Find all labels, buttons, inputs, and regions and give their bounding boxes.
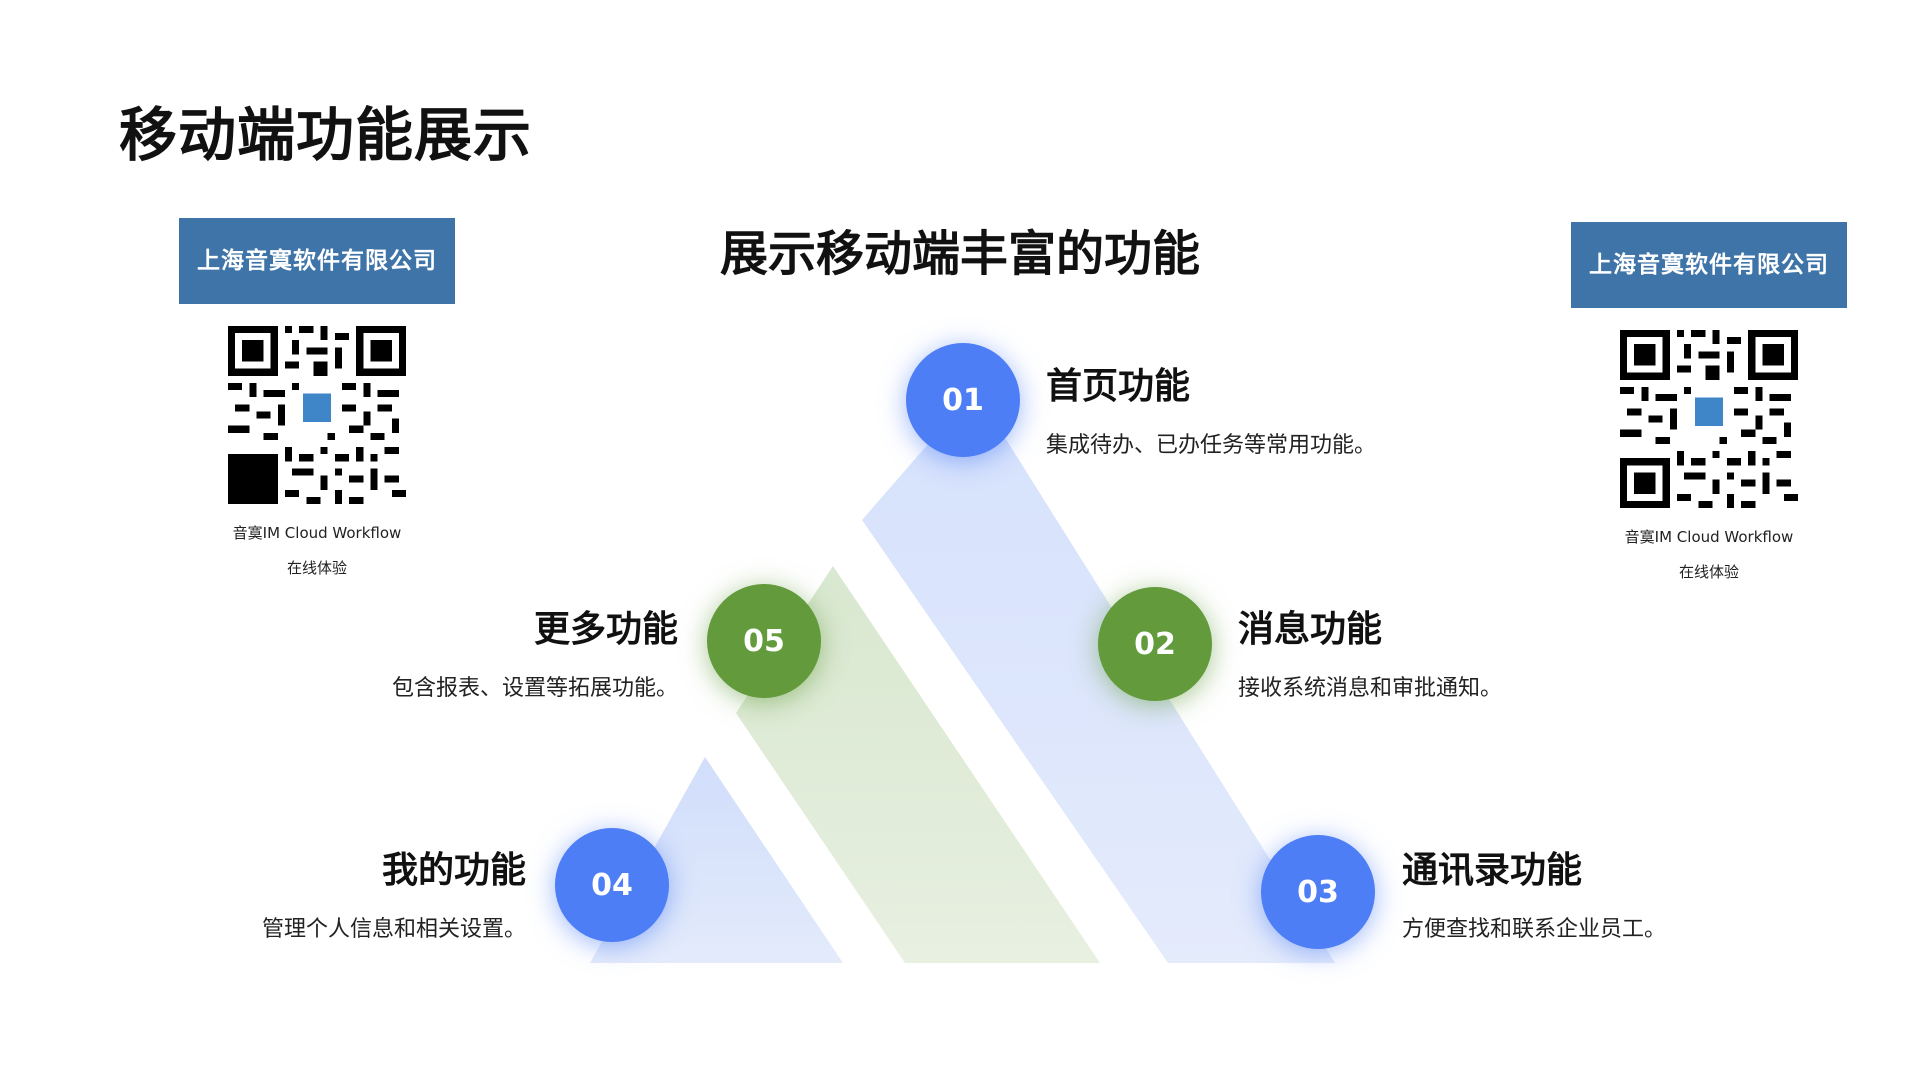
node-03: 03 [1261, 835, 1375, 949]
feature-05: 更多功能 包含报表、设置等拓展功能。 [158, 600, 678, 702]
qr-code-right[interactable] [1620, 330, 1798, 508]
node-02: 02 [1098, 587, 1212, 701]
page-title: 移动端功能展示 [119, 101, 533, 169]
green-band [736, 566, 1100, 963]
qr-sub-right: 在线体验 [1678, 563, 1739, 581]
feature-03: 通讯录功能 方便查找和联系企业员工。 [1402, 841, 1920, 943]
feature-05-title: 更多功能 [533, 609, 678, 650]
node-01: 01 [906, 343, 1020, 457]
feature-02-desc: 接收系统消息和审批通知。 [1238, 676, 1503, 701]
company-badge-right: 上海音寞软件有限公司 [1571, 222, 1847, 308]
feature-03-title: 通讯录功能 [1402, 850, 1583, 891]
qr-caption-left: 音寞IM Cloud Workflow [232, 524, 402, 542]
company-badge-left: 上海音寞软件有限公司 [179, 218, 455, 304]
feature-04-desc: 管理个人信息和相关设置。 [261, 917, 526, 942]
qr-sub-left: 在线体验 [286, 559, 347, 577]
company-card-left: 上海音寞软件有限公司 音 [179, 218, 455, 578]
feature-03-desc: 方便查找和联系企业员工。 [1402, 917, 1667, 942]
feature-04: 我的功能 管理个人信息和相关设置。 [6, 841, 526, 943]
feature-02-title: 消息功能 [1238, 609, 1383, 650]
node-04: 04 [555, 828, 669, 942]
qr-caption-right: 音寞IM Cloud Workflow [1624, 528, 1794, 546]
node-05: 05 [707, 584, 821, 698]
page-subtitle: 展示移动端丰富的功能 [719, 226, 1200, 282]
feature-05-desc: 包含报表、设置等拓展功能。 [391, 676, 678, 701]
qr-code-left[interactable] [228, 326, 406, 504]
feature-01: 首页功能 集成待办、已办任务等常用功能。 [1046, 357, 1566, 459]
blue-band-large [862, 390, 1335, 963]
company-card-right: 上海音寞软件有限公司 音 [1571, 222, 1847, 582]
feature-04-title: 我的功能 [381, 850, 526, 891]
feature-01-title: 首页功能 [1046, 366, 1191, 407]
feature-02: 消息功能 接收系统消息和审批通知。 [1238, 600, 1758, 702]
feature-01-desc: 集成待办、已办任务等常用功能。 [1046, 433, 1377, 458]
